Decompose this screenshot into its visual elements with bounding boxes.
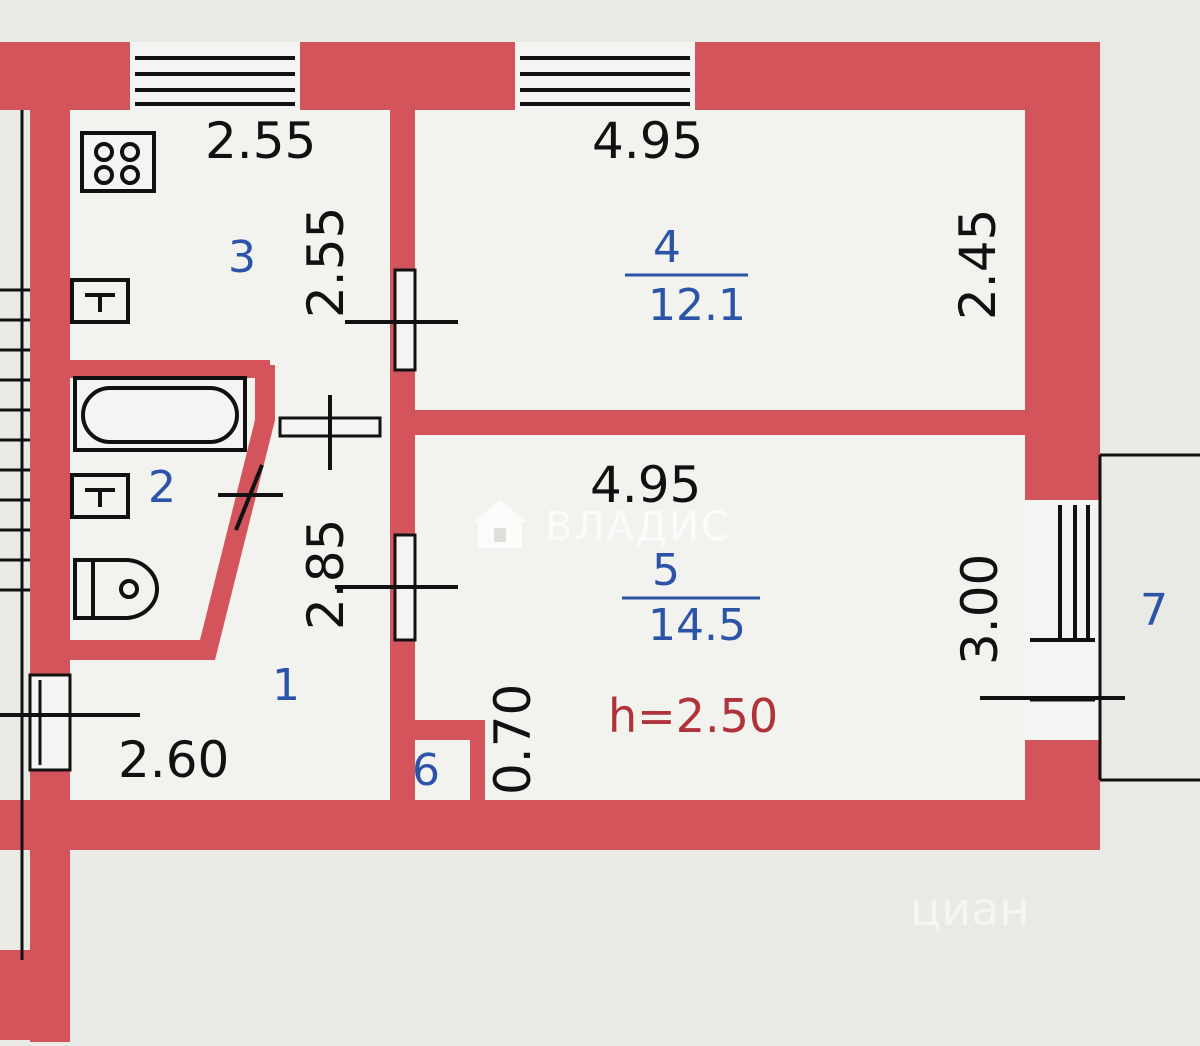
room-area-5: 14.5: [648, 600, 746, 651]
room-number-7: 7: [1140, 585, 1168, 636]
window-room-4: [515, 42, 695, 110]
room-number-3: 3: [228, 232, 256, 283]
room-number-1: 1: [272, 660, 300, 711]
room-number-2: 2: [148, 462, 176, 513]
window-kitchen: [130, 42, 300, 110]
svg-text:ВЛАДИС: ВЛАДИС: [545, 504, 731, 550]
stove-icon: [80, 131, 156, 193]
washbasin-icon: [70, 473, 130, 519]
stairwell: [0, 110, 30, 960]
dim-kitchen-width: 2.55: [205, 112, 316, 170]
dim-closet-width: 0.70: [484, 684, 542, 795]
vladis-watermark: ВЛАДИС: [473, 500, 731, 550]
room-area-4: 12.1: [648, 280, 746, 331]
balcony-door: [1025, 500, 1100, 740]
room-number-6: 6: [412, 745, 440, 796]
doors: [0, 268, 1125, 772]
room-floors: [70, 110, 1025, 800]
dim-hall-width: 2.60: [118, 731, 229, 789]
dim-room4-depth: 2.45: [949, 209, 1007, 320]
toilet-icon: [73, 558, 159, 620]
dim-hall-length: 2.85: [297, 519, 355, 630]
kitchen-sink-icon: [70, 278, 130, 324]
ceiling-height: h=2.50: [608, 689, 778, 743]
room-number-4: 4: [653, 222, 681, 273]
cian-watermark: циан: [910, 882, 1029, 936]
dim-kitchen-depth: 2.55: [297, 207, 355, 318]
dim-room5-width: 4.95: [590, 456, 701, 514]
balcony-outline: [1098, 453, 1200, 782]
dim-room5-depth: 3.00: [951, 554, 1009, 665]
dim-room4-width: 4.95: [592, 112, 703, 170]
bathtub-icon: [73, 376, 247, 452]
svg-text:циан: циан: [910, 882, 1029, 936]
bath-wall: [195, 365, 275, 660]
room-number-5: 5: [652, 545, 680, 596]
house-logo-icon: [473, 500, 527, 548]
